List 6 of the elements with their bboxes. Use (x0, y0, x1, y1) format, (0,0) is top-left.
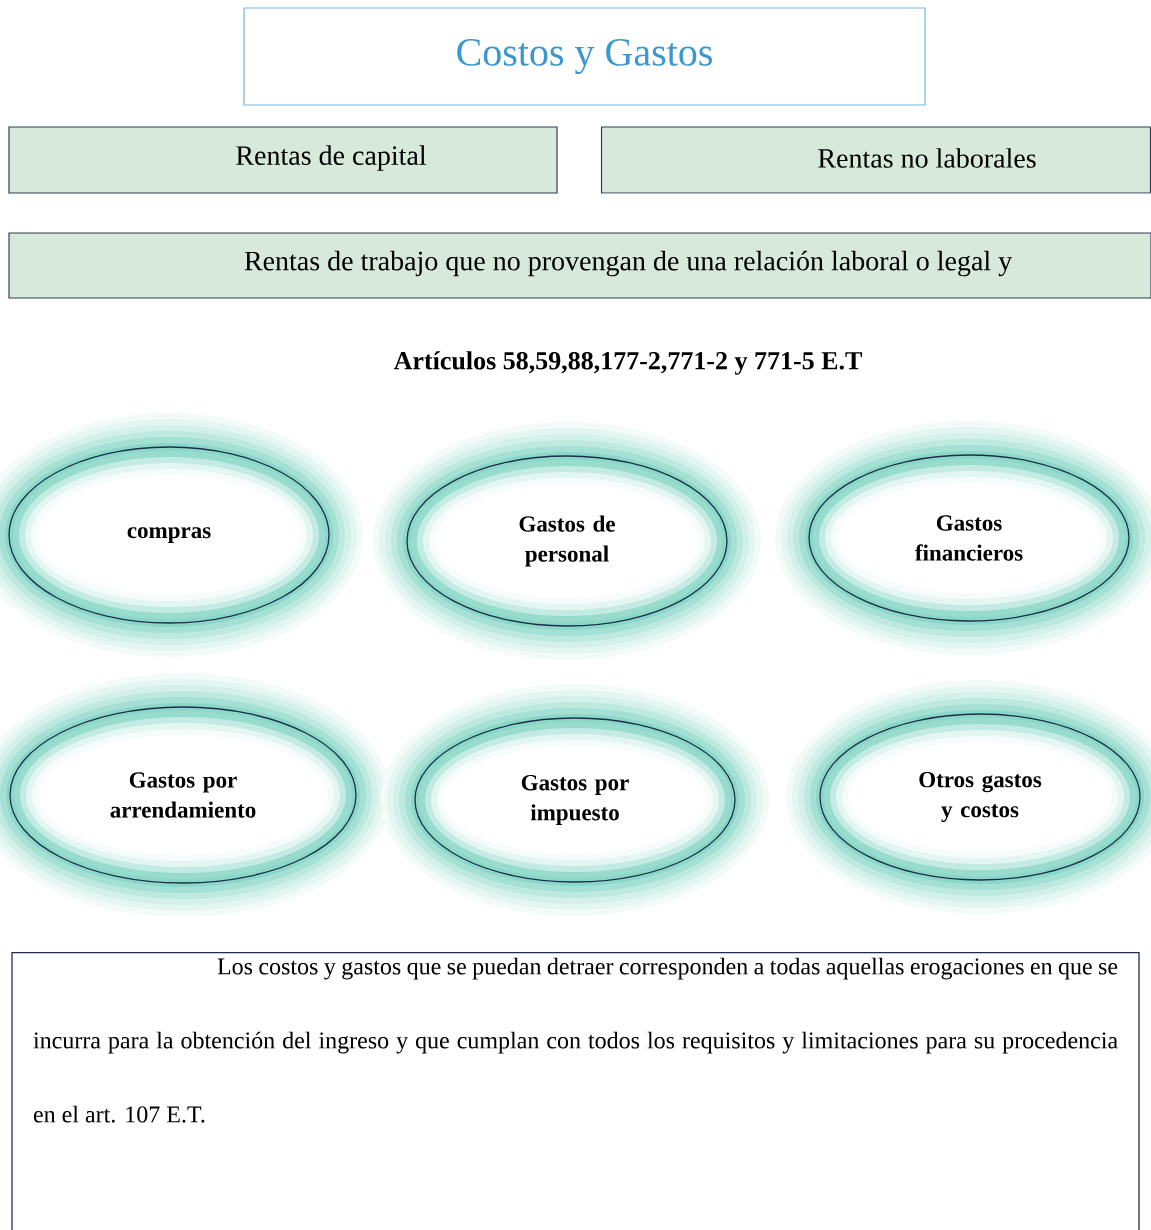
category-box: Rentas de capital (8, 126, 558, 194)
category-box: Rentas de trabajo que no provengan de una relación laboral o legal y (8, 232, 1151, 299)
title-box: Costos y Gastos (243, 7, 926, 106)
text-box: Los costos y gastos que se puedan detraer corresponden a todas aquellas erogaciones en que se incurra para la obtención del ingreso y que cumplan con todos los requisitos y limitaciones para su procedencia en el art. 107 E.T. (11, 952, 1140, 1230)
article-reference: Artículos 58,59,88,177-2,771-2 y 771-5 E.T (393, 351, 862, 375)
category-box: Rentas no laborales (600, 126, 1151, 194)
